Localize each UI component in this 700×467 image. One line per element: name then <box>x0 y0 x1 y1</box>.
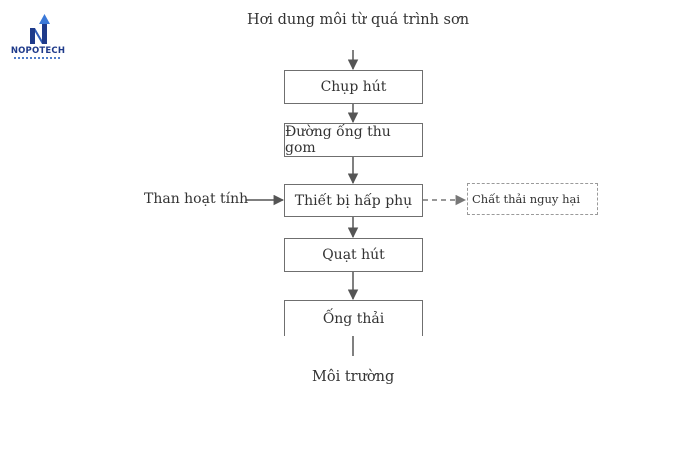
output-label: Môi trường <box>312 369 395 385</box>
step-box: Chụp hút <box>284 70 423 104</box>
step-box: Ống thải <box>284 300 423 336</box>
step-label: Đường ống thu gom <box>285 124 391 156</box>
step-box: Đường ống thu gom <box>284 123 423 157</box>
input-label: Than hoạt tính <box>144 191 249 207</box>
logo-mark-icon <box>30 14 50 44</box>
source-label: Hơi dung môi từ quá trình sơn <box>247 12 470 28</box>
logo-text: NOPOTECH <box>10 46 66 56</box>
step-label: Ống thải <box>322 310 385 327</box>
step-box: Quạt hút <box>284 238 423 272</box>
waste-label: Chất thải nguy hại <box>472 192 581 206</box>
step-label: Chụp hút <box>320 79 387 95</box>
logo-underline <box>14 57 62 59</box>
company-logo: NOPOTECH <box>8 10 68 66</box>
step-box: Thiết bị hấp phụ <box>284 184 423 217</box>
step-label: Quạt hút <box>322 247 385 263</box>
step-label: Thiết bị hấp phụ <box>294 192 413 209</box>
waste-box: Chất thải nguy hại <box>467 183 598 215</box>
